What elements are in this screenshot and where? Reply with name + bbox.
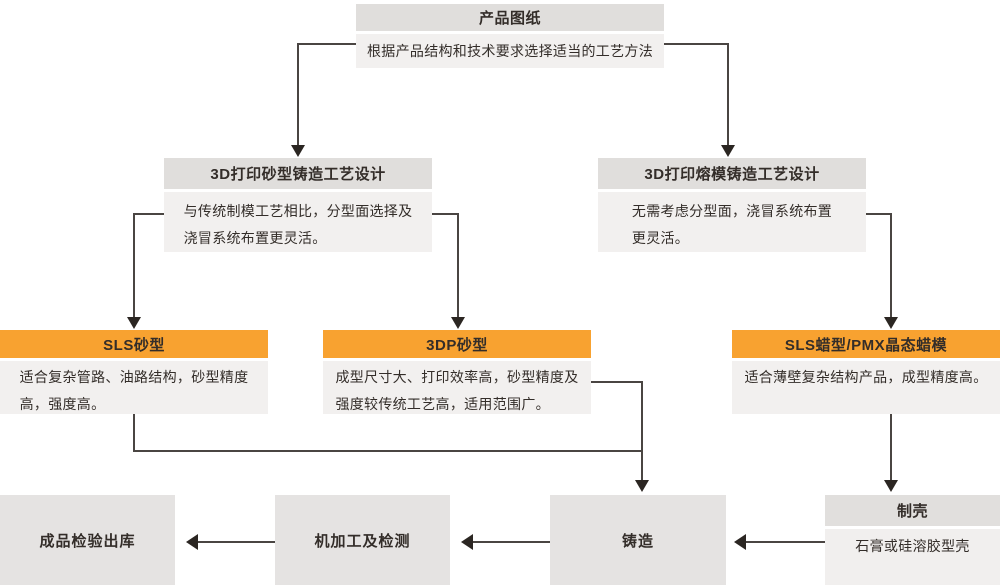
arrowhead-into-casting (635, 480, 649, 492)
connector-shell-to-casting (745, 541, 825, 543)
node-product-drawing-desc: 根据产品结构和技术要求选择适当的工艺方法 (356, 34, 664, 68)
node-sls-wax: SLS蜡型/PMX晶态蜡模 适合薄壁复杂结构产品，成型精度高。 (732, 330, 1000, 414)
connector-product-left-vertical (297, 43, 299, 146)
node-investment-mold-design: 3D打印熔模铸造工艺设计 无需考虑分型面，浇冒系统布置 更灵活。 (598, 158, 866, 252)
node-sand-mold-design-title: 3D打印砂型铸造工艺设计 (164, 158, 432, 189)
node-3dp-sand-desc: 成型尺寸大、打印效率高，砂型精度及 强度较传统工艺高，适用范围广。 (323, 361, 591, 414)
connector-sand-design-left-vertical (133, 213, 135, 318)
arrowhead-machining-to-final (186, 534, 198, 550)
connector-investment-design-horizontal (866, 213, 890, 215)
node-product-drawing-title: 产品图纸 (356, 4, 664, 31)
node-sls-sand: SLS砂型 适合复杂管路、油路结构，砂型精度 高，强度高。 (0, 330, 268, 414)
arrowhead-into-shell-making (884, 480, 898, 492)
node-product-drawing-desc-text: 根据产品结构和技术要求选择适当的工艺方法 (367, 42, 653, 59)
node-sls-wax-title: SLS蜡型/PMX晶态蜡模 (732, 330, 1000, 358)
arrowhead-shell-to-casting (734, 534, 746, 550)
connector-merge-horizontal (133, 450, 642, 452)
connector-sand-design-right-horizontal (432, 213, 457, 215)
node-sls-sand-desc: 适合复杂管路、油路结构，砂型精度 高，强度高。 (0, 361, 268, 414)
arrowhead-into-3dp-sand (451, 317, 465, 329)
arrowhead-into-investment-design (721, 145, 735, 157)
node-sls-sand-desc-text: 适合复杂管路、油路结构，砂型精度 高，强度高。 (19, 369, 249, 412)
connector-product-right-vertical (727, 43, 729, 146)
connector-sand-design-left-horizontal (133, 213, 164, 215)
node-sls-wax-desc: 适合薄壁复杂结构产品，成型精度高。 (732, 361, 1000, 414)
node-investment-mold-design-desc-text: 无需考虑分型面，浇冒系统布置 更灵活。 (631, 203, 833, 246)
arrowhead-into-sand-design (291, 145, 305, 157)
connector-investment-design-vertical (890, 213, 892, 318)
connector-merge-vertical (641, 381, 643, 481)
connector-3dp-right-horizontal (591, 381, 641, 383)
arrowhead-casting-to-machining (461, 534, 473, 550)
node-machining: 机加工及检测 (275, 495, 450, 585)
node-sls-wax-desc-text: 适合薄壁复杂结构产品，成型精度高。 (744, 369, 988, 385)
node-sand-mold-design-desc: 与传统制模工艺相比，分型面选择及 浇冒系统布置更灵活。 (164, 192, 432, 252)
node-shell-making: 制壳 石膏或硅溶胶型壳 (825, 495, 1000, 585)
node-investment-mold-design-desc: 无需考虑分型面，浇冒系统布置 更灵活。 (598, 192, 866, 252)
node-shell-making-desc-text: 石膏或硅溶胶型壳 (855, 538, 970, 554)
node-product-drawing: 产品图纸 根据产品结构和技术要求选择适当的工艺方法 (356, 0, 664, 68)
connector-machining-to-final (197, 541, 275, 543)
node-sand-mold-design: 3D打印砂型铸造工艺设计 与传统制模工艺相比，分型面选择及 浇冒系统布置更灵活。 (164, 158, 432, 252)
node-sls-sand-title: SLS砂型 (0, 330, 268, 358)
node-shell-making-desc: 石膏或硅溶胶型壳 (825, 529, 1000, 585)
node-3dp-sand: 3DP砂型 成型尺寸大、打印效率高，砂型精度及 强度较传统工艺高，适用范围广。 (323, 330, 591, 414)
connector-sls-sand-down (133, 414, 135, 451)
connector-sls-wax-down (890, 414, 892, 481)
connector-sand-design-right-vertical (457, 213, 459, 318)
arrowhead-into-sls-sand (127, 317, 141, 329)
node-casting: 铸造 (550, 495, 726, 585)
connector-product-left-horizontal (297, 43, 356, 45)
node-shell-making-title: 制壳 (825, 495, 1000, 526)
connector-product-right-horizontal (664, 43, 727, 45)
connector-casting-to-machining (472, 541, 550, 543)
arrowhead-into-sls-wax (884, 317, 898, 329)
node-final-inspection: 成品检验出库 (0, 495, 175, 585)
node-investment-mold-design-title: 3D打印熔模铸造工艺设计 (598, 158, 866, 189)
node-3dp-sand-desc-text: 成型尺寸大、打印效率高，砂型精度及 强度较传统工艺高，适用范围广。 (335, 369, 579, 412)
node-sand-mold-design-desc-text: 与传统制模工艺相比，分型面选择及 浇冒系统布置更灵活。 (183, 203, 413, 246)
node-3dp-sand-title: 3DP砂型 (323, 330, 591, 358)
